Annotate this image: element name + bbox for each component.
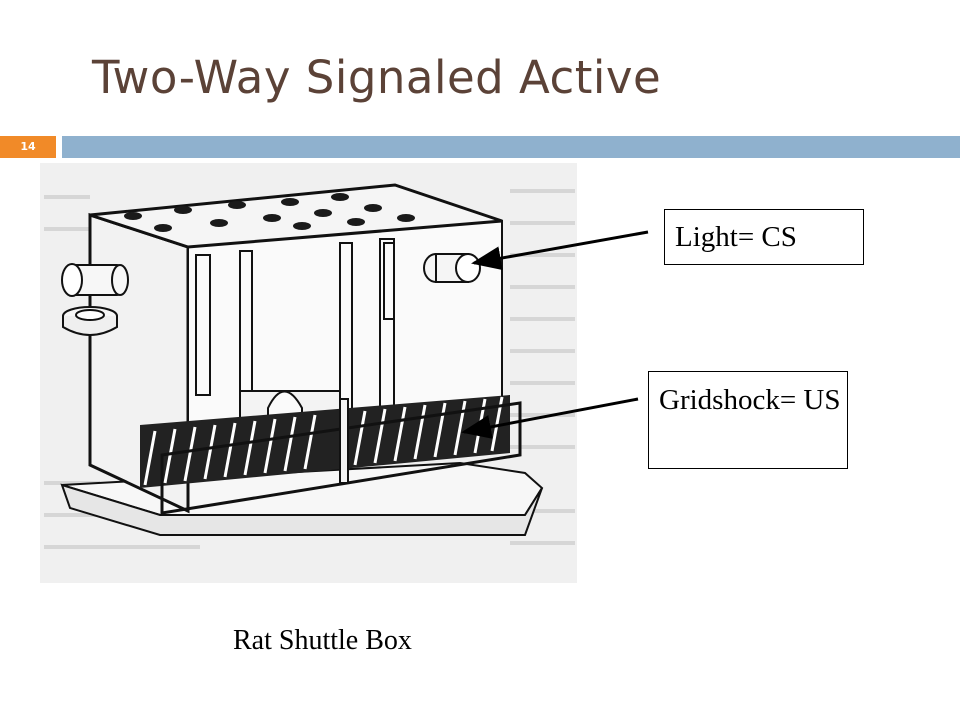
- shuttle-box-illustration: [40, 163, 577, 583]
- figure-caption: Rat Shuttle Box: [233, 625, 412, 656]
- header-accent-bar: [62, 136, 960, 158]
- slide-number: 14: [20, 140, 36, 153]
- light-cs-callout: Light= CS: [664, 209, 864, 265]
- light-arrow: [471, 230, 649, 271]
- slide-number-bar: [0, 136, 56, 158]
- gridshock-us-callout: Gridshock= US: [648, 371, 848, 469]
- slide-title: Two-Way Signaled Active: [92, 51, 662, 104]
- gridshock-arrow: [461, 397, 639, 439]
